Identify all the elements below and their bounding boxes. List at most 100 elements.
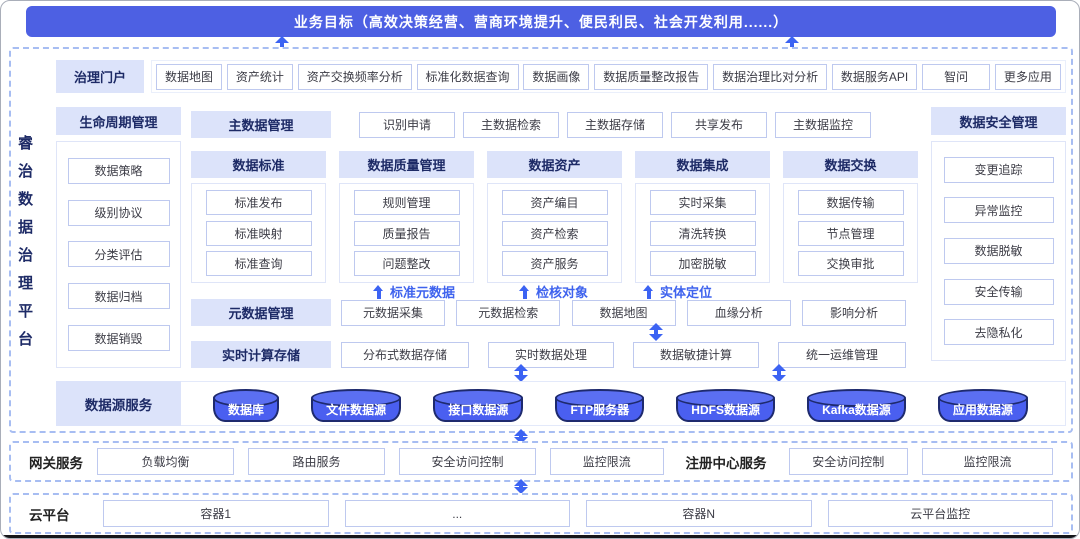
module-item: 规则管理 [353,189,460,215]
metadata-header: 元数据管理 [191,299,331,326]
module-item: 加密脱敏 [649,251,756,277]
module-item: 实时采集 [649,189,756,215]
security-item: 变更追踪 [943,156,1054,183]
module-item: 数据传输 [797,189,904,215]
module-item: 清洗转换 [649,220,756,246]
master-data-item: 主数据存储 [567,111,663,138]
datasource-cylinder: 应用数据源 [937,389,1028,422]
double-arrow-icon [514,479,528,494]
master-data-item: 共享发布 [671,111,767,138]
module-item: 交换审批 [797,251,904,277]
annotation-label: 检核对象 [536,285,589,300]
master-data-item: 主数据监控 [775,111,871,138]
registry-item: 监控限流 [921,448,1054,475]
cylinder-label: 接口数据源 [448,403,509,417]
module-column: 规则管理 质量报告 问题整改 [339,183,474,283]
realtime-row: 分布式数据存储 实时数据处理 数据敏捷计算 统一运维管理 [341,341,906,368]
cloud-label: 云平台 [29,507,70,523]
portal-item: 资产统计 [226,63,293,90]
realtime-item: 分布式数据存储 [341,341,469,368]
registry-label: 注册中心服务 [685,455,767,471]
flow-annotation: 标准元数据 [373,282,455,301]
double-arrow-icon [772,364,786,382]
realtime-header: 实时计算存储 [191,341,331,368]
up-arrow-icon [373,284,384,299]
metadata-item: 血缘分析 [686,299,791,326]
business-goal-text: 业务目标（高效决策经营、营商环境提升、便民利民、社会开发利用......） [293,13,789,30]
portal-item: 数据服务API [831,63,918,90]
datasource-cylinders: 数据库 文件数据源 接口数据源 FTP服务器 HDFS数据源 Kafka数据源 … [213,385,1028,424]
metadata-item: 数据地图 [571,299,676,326]
module-item: 资产服务 [501,251,608,277]
realtime-item: 统一运维管理 [778,341,906,368]
module-item: 节点管理 [797,220,904,246]
security-item: 数据脱敏 [943,237,1054,264]
gateway-item: 安全访问控制 [399,448,536,475]
cylinder-label: 文件数据源 [326,403,387,417]
datasource-cylinder: 接口数据源 [433,389,524,422]
portal-item: 数据治理比对分析 [713,63,828,90]
master-data-item: 主数据检索 [463,111,559,138]
module-header: 数据集成 [635,151,770,178]
cloud-item: 容器N [586,500,812,527]
master-data-header: 主数据管理 [191,111,331,138]
portal-items-row: 数据地图 资产统计 资产交换频率分析 标准化数据查询 数据画像 数据质量整改报告… [151,60,1066,93]
realtime-item: 实时数据处理 [488,341,614,368]
cloud-item: 云平台监控 [827,500,1053,527]
security-column: 变更追踪 异常监控 数据脱敏 安全传输 去隐私化 [931,141,1066,361]
portal-item: 标准化数据查询 [416,63,519,90]
module-item: 资产编目 [501,189,608,215]
module-item: 质量报告 [353,220,460,246]
cloud-item: 容器1 [103,500,329,527]
cylinder-label: 数据库 [228,403,265,417]
datasource-cylinder: Kafka数据源 [807,389,906,422]
portal-item: 数据画像 [523,63,590,90]
platform-vertical-title: 睿治数据治理平台 [16,135,33,359]
annotation-label: 标准元数据 [390,285,456,300]
module-item: 标准映射 [205,220,312,246]
up-arrow-icon [519,284,530,299]
module-column: 实时采集 清洗转换 加密脱敏 [635,183,770,283]
module-header: 数据质量管理 [339,151,474,178]
security-item: 安全传输 [943,278,1054,305]
module-item: 问题整改 [353,251,460,277]
module-item: 标准发布 [205,189,312,215]
lifecycle-item: 分类评估 [67,241,170,268]
security-item: 去隐私化 [943,319,1054,346]
gateway-item: 负载均衡 [97,448,234,475]
lifecycle-column: 数据策略 级别协议 分类评估 数据归档 数据销毁 [56,141,181,368]
bottom-edge [1,535,1079,538]
module-header: 数据交换 [783,151,918,178]
gateway-label: 网关服务 [29,455,83,471]
metadata-item: 元数据采集 [341,299,445,326]
double-arrow-icon [514,364,528,382]
datasource-cylinder: FTP服务器 [555,389,645,422]
flow-annotation: 检核对象 [519,282,588,301]
module-header: 数据标准 [191,151,326,178]
portal-header: 治理门户 [56,60,144,93]
double-arrow-icon [514,429,528,444]
master-data-row: 识别申请 主数据检索 主数据存储 共享发布 主数据监控 [359,111,871,138]
flow-annotation: 实体定位 [643,282,712,301]
annotation-label: 实体定位 [660,285,713,300]
datasource-header: 数据源服务 [56,381,181,426]
lifecycle-header: 生命周期管理 [56,107,181,135]
module-column: 数据传输 节点管理 交换审批 [783,183,918,283]
gateway-item: 路由服务 [248,448,385,475]
metadata-item: 元数据检索 [456,299,561,326]
registry-item: 安全访问控制 [788,448,908,475]
module-item: 标准查询 [205,251,312,277]
cloud-panel: 云平台 容器1 ... 容器N 云平台监控 [9,493,1073,534]
datasource-cylinder: 数据库 [213,389,280,422]
lifecycle-item: 级别协议 [67,199,170,226]
datasource-cylinder: 文件数据源 [311,389,402,422]
portal-item: 更多应用 [994,63,1061,90]
portal-item: 资产交换频率分析 [297,63,412,90]
gateway-panel: 网关服务 负载均衡 路由服务 安全访问控制 监控限流 注册中心服务 安全访问控制… [9,441,1073,482]
cloud-item: ... [344,500,570,527]
realtime-item: 数据敏捷计算 [633,341,759,368]
metadata-row: 元数据采集 元数据检索 数据地图 血缘分析 影响分析 [341,299,906,326]
module-column: 资产编目 资产检索 资产服务 [487,183,622,283]
lifecycle-item: 数据策略 [67,157,170,184]
